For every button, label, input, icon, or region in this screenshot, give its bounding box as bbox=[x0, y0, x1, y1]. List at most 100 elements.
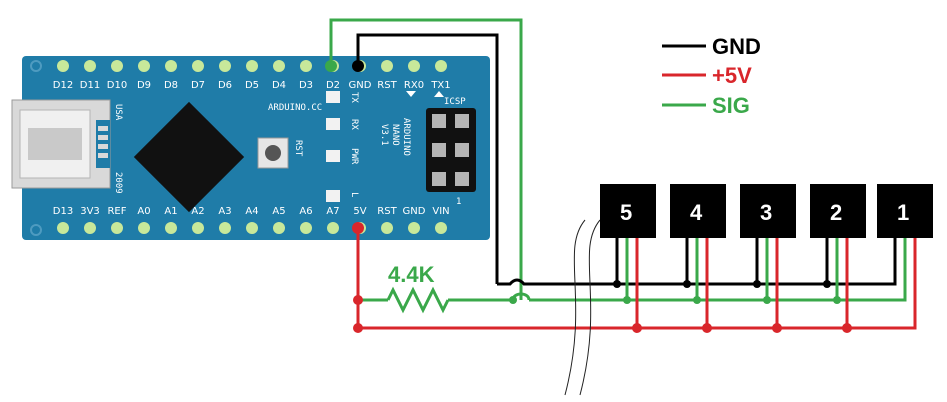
board-pcb bbox=[22, 56, 490, 240]
sig-wire-from-d2 bbox=[329, 18, 523, 300]
model-line-1: ARDUINO bbox=[401, 118, 411, 156]
pin-pad bbox=[273, 60, 285, 72]
vcc-bus bbox=[358, 238, 917, 330]
top-pin-label: D11 bbox=[80, 80, 100, 91]
bottom-pin-label: A3 bbox=[218, 206, 231, 217]
sensor-5: 5 bbox=[600, 184, 656, 238]
pin-pad bbox=[84, 222, 96, 234]
sig-bus bbox=[529, 238, 907, 302]
model-line-2: NANO bbox=[390, 124, 400, 146]
legend-sig-label: SIG bbox=[712, 93, 750, 118]
bottom-pin-label: A1 bbox=[164, 206, 177, 217]
d2-connection bbox=[325, 60, 337, 72]
bottom-pin-label: REF bbox=[107, 206, 126, 217]
led-rx-label: RX bbox=[349, 119, 359, 130]
pin-pad bbox=[84, 60, 96, 72]
pin-pad bbox=[138, 60, 150, 72]
led-pwr-label: PWR bbox=[349, 148, 359, 165]
usa-label: USA bbox=[113, 104, 123, 121]
pin-pad bbox=[165, 222, 177, 234]
mount-hole bbox=[30, 60, 42, 72]
bottom-pin-label: GND bbox=[403, 206, 426, 217]
wires bbox=[329, 18, 917, 330]
pin-pad bbox=[57, 60, 69, 72]
legend-gnd-label: GND bbox=[712, 34, 761, 59]
top-pin-label: GND bbox=[349, 80, 372, 91]
led-tx-label: TX bbox=[349, 92, 359, 103]
pin-pad bbox=[246, 60, 258, 72]
pin-pad bbox=[300, 60, 312, 72]
bottom-pin-label: A6 bbox=[299, 206, 312, 217]
bottom-pin-pads bbox=[57, 222, 447, 234]
sensor-5-number: 5 bbox=[620, 200, 632, 225]
resistor-label: 4.4K bbox=[388, 262, 435, 287]
bottom-pin-label: 3V3 bbox=[80, 206, 100, 217]
rst-label: RST bbox=[293, 140, 303, 157]
icsp-pin1-label: 1 bbox=[456, 197, 461, 207]
bottom-pin-label: A0 bbox=[137, 206, 150, 217]
pin-pad bbox=[165, 60, 177, 72]
bottom-pin-label: RST bbox=[377, 206, 397, 217]
pin-pad bbox=[381, 60, 393, 72]
top-pin-label: D6 bbox=[218, 80, 232, 91]
top-pin-label: D3 bbox=[299, 80, 313, 91]
pin-pad bbox=[138, 222, 150, 234]
rx-arrow-icon bbox=[406, 91, 416, 97]
top-pin-label: RST bbox=[377, 80, 397, 91]
bottom-pin-label: A2 bbox=[191, 206, 204, 217]
bottom-pin-label: D13 bbox=[53, 206, 73, 217]
bottom-pin-label: A7 bbox=[326, 206, 339, 217]
sensor-1: 1 bbox=[877, 184, 933, 238]
gnd-connection bbox=[352, 60, 364, 72]
icsp-header bbox=[426, 108, 476, 192]
mount-hole bbox=[30, 224, 42, 236]
top-pin-label: TX1 bbox=[430, 80, 450, 91]
pin-pad bbox=[57, 222, 69, 234]
icsp-label: ICSP bbox=[444, 97, 466, 107]
pin-pad bbox=[192, 222, 204, 234]
legend: GND +5V SIG bbox=[662, 34, 761, 118]
top-pin-label: RX0 bbox=[404, 80, 424, 91]
pin-pad bbox=[111, 60, 123, 72]
bottom-pin-label: 5V bbox=[353, 206, 366, 217]
microcontroller-chip bbox=[133, 101, 245, 213]
tx-arrow-icon bbox=[434, 91, 444, 97]
sensor-1-number: 1 bbox=[897, 200, 909, 225]
top-pin-label: D7 bbox=[191, 80, 205, 91]
pin-pad bbox=[327, 222, 339, 234]
usb-pins bbox=[98, 126, 108, 158]
bottom-pin-label: A5 bbox=[272, 206, 285, 217]
site-label: ARDUINO.CC bbox=[268, 103, 322, 113]
year-label: 2009 bbox=[113, 172, 123, 194]
pin-pad bbox=[219, 222, 231, 234]
sensor-2: 2 bbox=[810, 184, 866, 238]
pin-pad bbox=[435, 60, 447, 72]
pin-pad bbox=[300, 222, 312, 234]
sensor-4-number: 4 bbox=[690, 200, 703, 225]
pin-pad bbox=[381, 222, 393, 234]
sensors: 5 4 3 2 1 bbox=[600, 184, 933, 238]
pin-pad bbox=[192, 60, 204, 72]
sensor-4: 4 bbox=[670, 184, 726, 238]
status-leds bbox=[326, 91, 340, 202]
break-marks bbox=[564, 219, 601, 396]
top-pin-label: D10 bbox=[107, 80, 127, 91]
reset-button bbox=[257, 137, 289, 169]
top-pin-label: D5 bbox=[245, 80, 259, 91]
legend-vcc-label: +5V bbox=[712, 63, 752, 88]
top-pin-label: D9 bbox=[137, 80, 151, 91]
bottom-pin-label: A4 bbox=[245, 206, 258, 217]
top-pin-label: D2 bbox=[326, 80, 340, 91]
pin-pad bbox=[408, 222, 420, 234]
pin-pad bbox=[111, 222, 123, 234]
5v-connection bbox=[352, 222, 364, 234]
resistor-zigzag bbox=[386, 286, 450, 314]
top-pin-label: D8 bbox=[164, 80, 178, 91]
gnd-bus bbox=[497, 236, 897, 286]
top-pin-label: D4 bbox=[272, 80, 286, 91]
gnd-wire-from-gnd bbox=[356, 33, 499, 284]
junction-dots bbox=[325, 60, 852, 333]
